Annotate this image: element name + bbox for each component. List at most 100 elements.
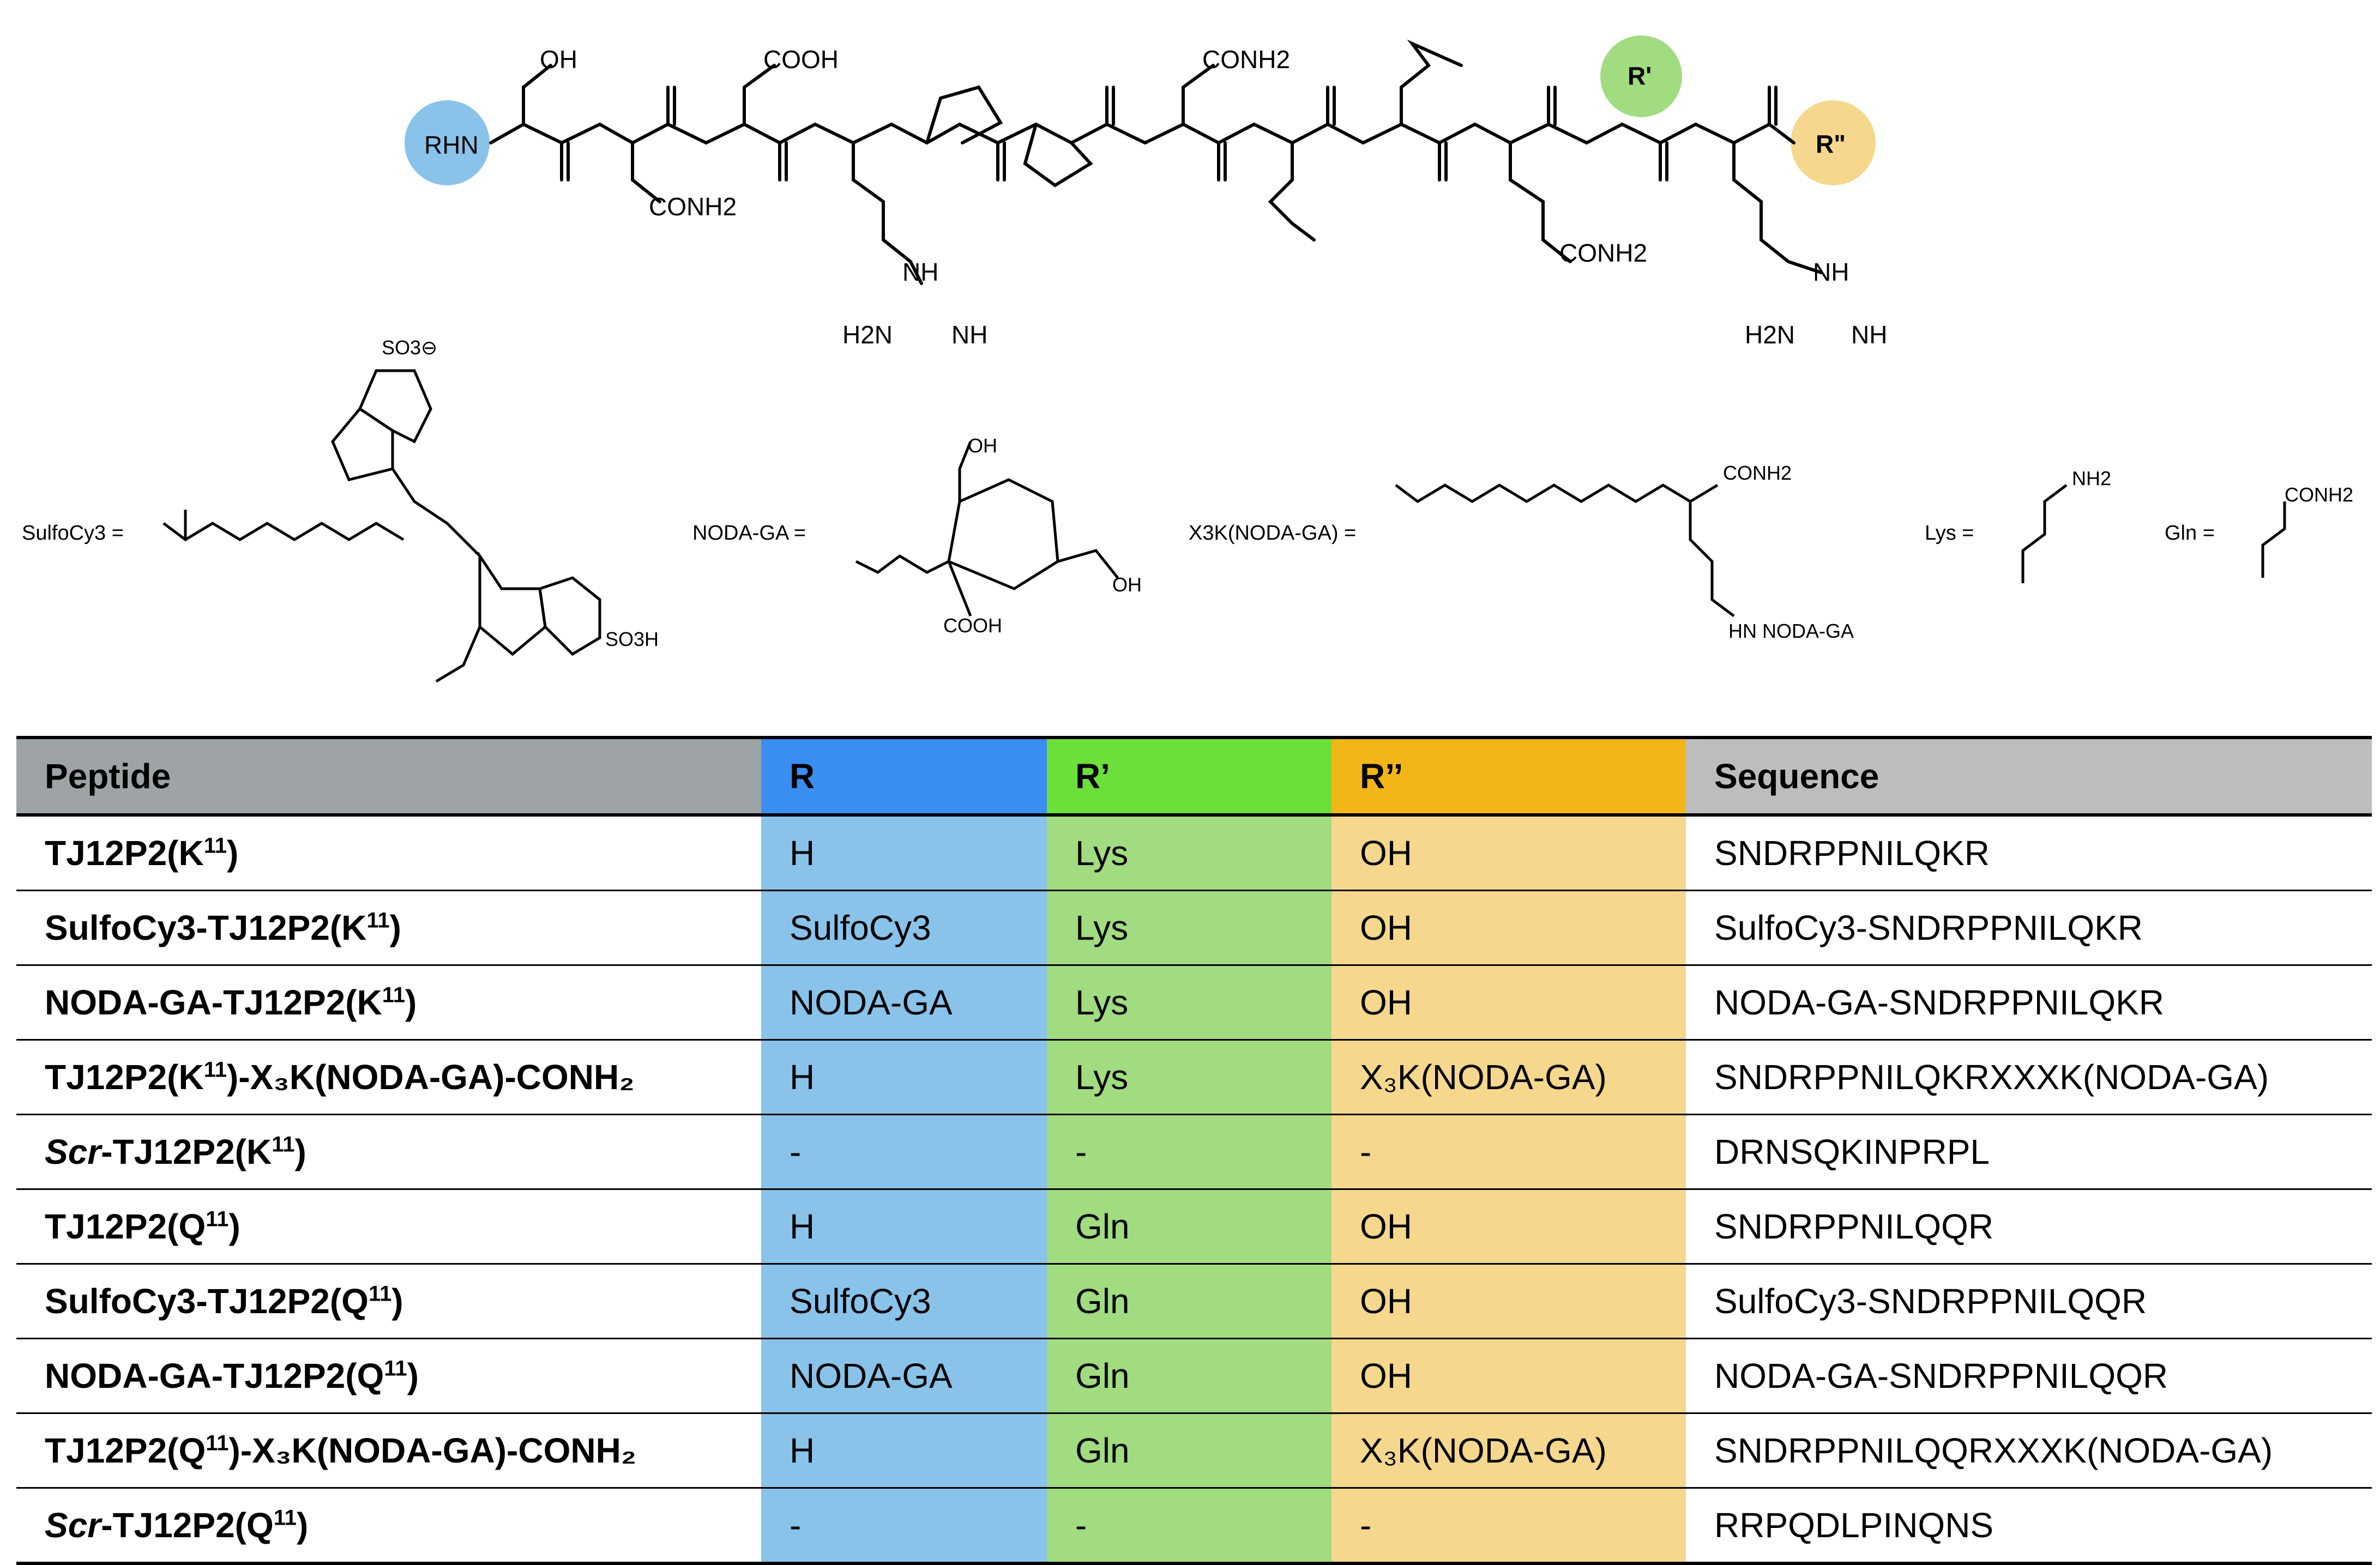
- sulfocy3-structure: [162, 369, 601, 683]
- sequence-cell: SNDRPPNILQQR: [1714, 1207, 1994, 1246]
- legend-structures: SulfoCy3 = SO3⊖ SO3H NODA-GA = OH OH COO…: [22, 336, 2353, 683]
- peptide-suffix: )-X₃K(NODA-GA)-CONH₂: [228, 1431, 637, 1470]
- sequence-cell: SNDRPPNILQKR: [1714, 833, 1990, 873]
- sulfocy3-legend-label: SulfoCy3 =: [22, 522, 124, 545]
- peptide-suffix: ): [226, 833, 239, 873]
- peptide-superscript: 11: [206, 1207, 229, 1231]
- peptide-superscript: 11: [203, 1058, 227, 1082]
- x3k-structure: [1395, 484, 1735, 617]
- r-double-prime-cell: OH: [1331, 1189, 1686, 1264]
- sequence-cell: SulfoCy3-SNDRPPNILQKR: [1714, 908, 2143, 947]
- noda-ga-legend-label: NODA-GA =: [692, 522, 806, 545]
- peptide-name: SulfoCy3-TJ12P2(K: [45, 908, 367, 947]
- gln-legend-conh2-label: CONH2: [2285, 484, 2353, 506]
- arg2-h2n-label: H2N: [1745, 321, 1795, 349]
- header-sequence: Sequence: [1686, 738, 2372, 815]
- peptide-name-cell: SulfoCy3-TJ12P2(K11): [16, 891, 761, 965]
- peptide-superscript: 11: [366, 908, 390, 933]
- x3k-hn-noda-label: HN NODA-GA: [1728, 620, 1854, 642]
- peptide-superscript: 11: [272, 1132, 295, 1157]
- peptide-superscript: 11: [368, 1282, 392, 1306]
- noda-oh1-label: OH: [968, 434, 997, 457]
- peptide-superscript: 11: [273, 1506, 297, 1530]
- r-prime-cell: Lys: [1047, 815, 1331, 891]
- r-double-prime-cell: -: [1331, 1488, 1686, 1563]
- r-prime-cell: Gln: [1047, 1264, 1331, 1339]
- sequence-cell: SNDRPPNILQQRXXXK(NODA-GA): [1714, 1431, 2273, 1470]
- lys-structure: [2021, 484, 2068, 583]
- peptide-name-cell: Scr-TJ12P2(K11): [16, 1115, 761, 1189]
- table-row: Scr-TJ12P2(Q11)---RRPQDLPINQNS: [16, 1488, 2372, 1564]
- peptide-name: SulfoCy3-TJ12P2(Q: [45, 1282, 369, 1321]
- r-double-prime-cell: X₃K(NODA-GA): [1331, 1413, 1686, 1488]
- peptide-suffix: ): [389, 908, 401, 947]
- peptide-name-cell: NODA-GA-TJ12P2(K11): [16, 965, 761, 1040]
- x3k-legend-label: X3K(NODA-GA) =: [1189, 522, 1356, 545]
- r-cell: NODA-GA: [761, 1338, 1047, 1413]
- r-cell: H: [761, 1189, 1047, 1264]
- so3h-label: SO3H: [605, 628, 659, 650]
- peptide-name: -TJ12P2(Q: [101, 1506, 274, 1545]
- r-double-prime-cell: OH: [1331, 965, 1686, 1040]
- peptide-name: -TJ12P2(K: [101, 1132, 272, 1171]
- r-group-circle: [405, 100, 490, 185]
- r-cell: NODA-GA: [761, 965, 1047, 1040]
- asp-cooh-label: COOH: [763, 45, 839, 74]
- r-prime-label: R': [1628, 62, 1652, 90]
- noda-ga-structure: [855, 441, 1119, 617]
- r-prime-cell: Gln: [1047, 1338, 1331, 1413]
- r-prime-cell: Lys: [1047, 965, 1331, 1040]
- r-cell: -: [761, 1488, 1047, 1563]
- peptide-superscript: 11: [203, 833, 227, 858]
- peptide-name: TJ12P2(K: [45, 1058, 204, 1097]
- r-cell: SulfoCy3: [761, 1264, 1047, 1339]
- arg1-h2n-label: H2N: [842, 321, 893, 349]
- sequence-cell: NODA-GA-SNDRPPNILQKR: [1714, 983, 2164, 1022]
- r-double-prime-cell: OH: [1331, 1264, 1686, 1339]
- gln-conh2-label: CONH2: [1559, 239, 1647, 267]
- r-prime-cell: -: [1047, 1488, 1331, 1563]
- peptide-name-cell: Scr-TJ12P2(Q11): [16, 1488, 761, 1564]
- r-prime-cell: Gln: [1047, 1413, 1331, 1488]
- rhn-label: RHN: [424, 131, 479, 159]
- peptide-name: NODA-GA-TJ12P2(Q: [45, 1356, 384, 1395]
- sequence-cell: NODA-GA-SNDRPPNILQQR: [1714, 1356, 2168, 1395]
- r-prime-group-circle: [1600, 35, 1682, 117]
- peptide-suffix: )-X₃K(NODA-GA)-CONH₂: [226, 1058, 635, 1097]
- r-double-prime-cell: OH: [1331, 890, 1686, 965]
- peptide-suffix: ): [407, 1356, 419, 1395]
- peptide-suffix: ): [391, 1282, 403, 1321]
- peptide-name-cell: TJ12P2(K11)-X₃K(NODA-GA)-CONH₂: [16, 1040, 761, 1115]
- lys-nh2-label: NH2: [2072, 467, 2111, 490]
- sequence-cell: RRPQDLPINQNS: [1714, 1506, 1994, 1545]
- peptide-superscript: 11: [384, 1356, 407, 1381]
- ser-oh-label: OH: [540, 45, 577, 74]
- arg1-imine-label: NH: [951, 321, 987, 349]
- gln-structure: [2261, 501, 2286, 578]
- peptide-superscript: 11: [206, 1431, 229, 1455]
- sequence-cell: DRNSQKINPRPL: [1714, 1132, 1990, 1171]
- r-double-prime-cell: X₃K(NODA-GA): [1331, 1040, 1686, 1115]
- r-prime-cell: -: [1047, 1114, 1331, 1189]
- lys-legend-label: Lys =: [1925, 522, 1974, 545]
- r-prime-cell: Lys: [1047, 1040, 1331, 1115]
- r-cell: H: [761, 1413, 1047, 1488]
- peptide-backbone: [489, 39, 1823, 285]
- x3k-conh2-label: CONH2: [1723, 462, 1792, 484]
- peptide-prefix: Scr: [45, 1132, 101, 1171]
- peptide-name-cell: TJ12P2(Q11)-X₃K(NODA-GA)-CONH₂: [16, 1413, 761, 1488]
- r-double-prime-cell: -: [1331, 1114, 1686, 1189]
- gln-legend-label: Gln =: [2165, 522, 2215, 545]
- r-cell: SulfoCy3: [761, 890, 1047, 965]
- header-r-double-prime: R’’: [1331, 738, 1686, 815]
- r-cell: H: [761, 1040, 1047, 1115]
